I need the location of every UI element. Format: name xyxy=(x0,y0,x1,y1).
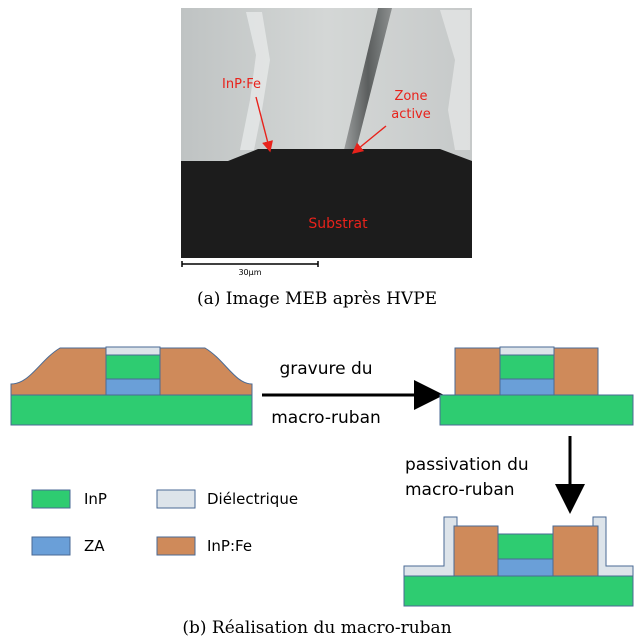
caption-a: (a) Image MEB après HVPE xyxy=(197,289,437,309)
sem-substrate xyxy=(181,149,472,258)
za-1 xyxy=(105,378,161,396)
legend-swatch-dielectric xyxy=(156,489,196,509)
dielectric-cap-1 xyxy=(105,346,161,356)
inp-ridge-2 xyxy=(499,354,555,380)
structure-before-etch xyxy=(10,346,253,426)
label-etch-line1: gravure du xyxy=(279,359,372,379)
dielectric-right-3 xyxy=(592,516,634,577)
inp-ridge-3 xyxy=(497,533,554,560)
label-passivation-line2: macro-ruban xyxy=(405,480,515,500)
legend: InP Diélectrique ZA InP:Fe xyxy=(31,489,298,556)
inpfe-right-1 xyxy=(159,347,253,396)
legend-label-dielectric: Diélectrique xyxy=(207,490,298,508)
legend-label-za: ZA xyxy=(84,537,105,555)
legend-label-inp: InP xyxy=(84,490,107,508)
legend-swatch-inpfe xyxy=(156,536,196,556)
arrow-zone-active xyxy=(351,125,387,154)
dielectric-left-3 xyxy=(403,516,458,577)
legend-swatch-inp xyxy=(31,489,71,509)
sem-image: 30µm InP:Fe Zone active Substrat xyxy=(181,8,472,278)
sem-ridge-left xyxy=(240,12,270,150)
label-active: active xyxy=(391,107,431,122)
scale-bar-label: 30µm xyxy=(238,268,261,277)
dielectric-cap-2 xyxy=(499,346,555,356)
za-3 xyxy=(497,558,554,577)
legend-label-inpfe: InP:Fe xyxy=(207,537,252,555)
inp-substrate-2 xyxy=(439,394,634,426)
sem-probe-needle xyxy=(344,8,392,150)
inp-ridge-1 xyxy=(105,354,161,380)
legend-swatch-za xyxy=(31,536,71,556)
caption-b: (b) Réalisation du macro-ruban xyxy=(182,618,451,638)
label-passivation-line1: passivation du xyxy=(405,455,529,475)
label-substrat: Substrat xyxy=(308,216,368,232)
sem-ridge-right xyxy=(440,10,470,150)
inp-substrate-1 xyxy=(10,394,253,426)
structure-after-passivation xyxy=(403,516,634,607)
inpfe-left-2 xyxy=(454,347,501,396)
inpfe-right-3 xyxy=(552,525,599,577)
label-zone: Zone xyxy=(394,89,427,104)
inp-substrate-3 xyxy=(403,575,634,607)
inpfe-left-3 xyxy=(453,525,499,577)
sem-footer xyxy=(181,258,472,278)
arrow-inpfe xyxy=(255,96,273,153)
za-2 xyxy=(499,378,555,396)
structure-after-etch xyxy=(439,346,634,426)
sem-top-region xyxy=(181,8,472,161)
inpfe-right-2 xyxy=(553,347,599,396)
label-etch-line2: macro-ruban xyxy=(271,408,381,428)
inpfe-left-1 xyxy=(10,347,107,396)
label-inpfe-sem: InP:Fe xyxy=(222,77,261,92)
